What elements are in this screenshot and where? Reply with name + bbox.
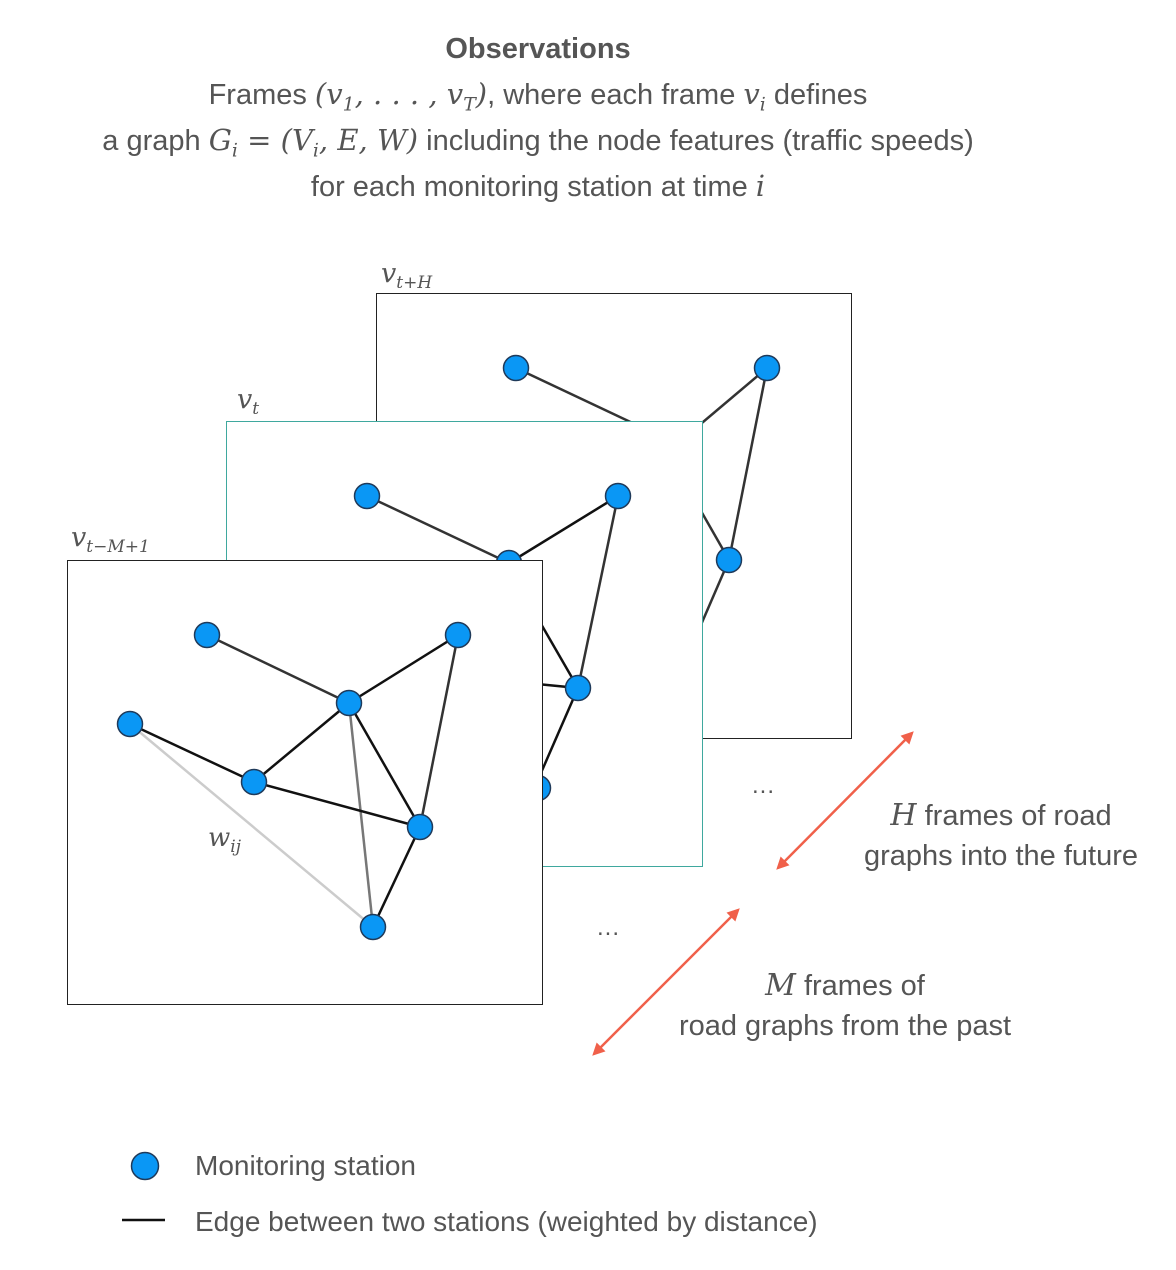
monitoring-station-node [444, 621, 472, 649]
graph-edge [347, 702, 375, 928]
monitoring-station-node [502, 354, 530, 382]
monitoring-station-node [406, 813, 434, 841]
monitoring-station-node [335, 689, 363, 717]
header-line-1: Frames (v1, . . . , vT), where each fram… [208, 77, 868, 116]
future-annotation: H frames of road graphs into the future [863, 798, 1139, 872]
graph-edge [348, 633, 459, 705]
graph-edge [253, 780, 421, 829]
monitoring-station-node [604, 482, 632, 510]
monitoring-station-node [193, 621, 221, 649]
future-double-arrow [776, 731, 914, 870]
edge-weight-label: wij [208, 823, 241, 857]
weighted-edge-wij [129, 723, 374, 928]
frame-label-current: vt [237, 384, 260, 419]
header-line-2: a graph Gi = (Vi, E, W) including the no… [102, 123, 974, 162]
graph-edge [535, 616, 580, 689]
monitoring-station-node [240, 768, 268, 796]
legend-edge-icon [122, 1218, 165, 1222]
frame-label-past: vt−M+1 [71, 522, 150, 557]
ellipsis-future: ... [752, 772, 776, 799]
frame-label-future: vt+H [381, 258, 433, 293]
monitoring-station-node [353, 482, 381, 510]
header-line-3: for each monitoring station at time i [310, 169, 766, 203]
legend-node-label: Monitoring station [195, 1150, 417, 1181]
monitoring-station-node [564, 674, 592, 702]
past-annotation: M frames of road graphs from the past [678, 968, 1012, 1042]
legend-edge-label: Edge between two stations (weighted by d… [195, 1206, 818, 1237]
monitoring-station-node [753, 354, 781, 382]
past-double-arrow [592, 908, 740, 1056]
monitoring-station-node [359, 913, 387, 941]
graph-edge [508, 494, 619, 565]
graph-edge [535, 687, 580, 783]
graph-edge [129, 722, 255, 784]
graph-edge [418, 634, 460, 828]
graph-past-svg [116, 621, 472, 941]
graph-edge [347, 702, 422, 828]
graph-edge [366, 494, 510, 565]
graph-edge [371, 826, 422, 928]
graph-edge [727, 367, 769, 561]
graph-edge [206, 633, 350, 705]
graph-edge [576, 495, 620, 689]
legend-node-icon [130, 1151, 160, 1181]
monitoring-station-node [116, 710, 144, 738]
graph-frame-past: wij [67, 560, 543, 1005]
monitoring-station-node [715, 546, 743, 574]
diagram-title: Observations [445, 33, 631, 65]
graph-edge [253, 702, 350, 783]
